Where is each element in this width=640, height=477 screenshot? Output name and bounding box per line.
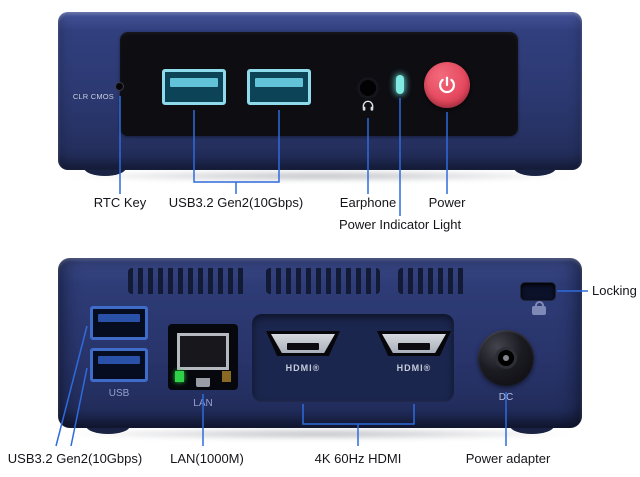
label-usb-front: USB3.2 Gen2(10Gbps): [168, 195, 304, 210]
power-button: [424, 62, 470, 108]
usb-port-tongue: [170, 78, 218, 87]
label-power-adapter: Power adapter: [465, 451, 551, 466]
hdmi-printed-label: HDMI®: [285, 363, 321, 373]
usb-port-tongue: [98, 356, 140, 364]
usb-port-rear-1: [90, 306, 148, 340]
label-power-indicator-light: Power Indicator Light: [338, 217, 462, 232]
lan-led-green: [175, 371, 184, 382]
dc-jack-hole: [495, 347, 517, 369]
label-rtc-key: RTC Key: [93, 195, 147, 210]
device-shadow: [62, 428, 578, 440]
power-indicator-light: [396, 75, 404, 94]
vent-grille: [398, 268, 468, 294]
power-icon: [439, 76, 455, 94]
lan-clip-notch: [196, 378, 210, 387]
dc-power-jack: [478, 330, 534, 386]
usb-port-rear-2: [90, 348, 148, 382]
vent-grille: [266, 268, 380, 294]
kensington-lock-slot: [520, 282, 556, 301]
lock-icon: [532, 306, 546, 315]
ethernet-port-opening: [177, 333, 229, 370]
lock-icon: [535, 301, 544, 308]
hdmi-port-2: [377, 331, 451, 356]
hdmi-port-inner: [271, 334, 335, 353]
hdmi-port-shell: [377, 331, 451, 356]
hdmi-port-slot: [398, 343, 430, 350]
label-hdmi: 4K 60Hz HDMI: [314, 451, 402, 466]
hdmi-port-shell: [266, 331, 340, 356]
hdmi-printed-label: HDMI®: [396, 363, 432, 373]
usb-port-front-1: [162, 69, 226, 105]
usb-port-tongue: [98, 314, 140, 322]
label-locking: Locking: [592, 283, 637, 298]
vent-grille: [128, 268, 246, 294]
clr-cmos-label: CLR CMOS: [72, 92, 114, 101]
hdmi-port-inner: [382, 334, 446, 353]
hdmi-recess: [252, 314, 454, 402]
lan-printed-label: LAN: [193, 398, 213, 409]
earphone-jack: [360, 80, 376, 96]
lan-led-amber: [222, 371, 231, 382]
device-shadow: [62, 170, 578, 182]
usb-printed-label: USB: [108, 388, 130, 399]
usb-port-front-2: [247, 69, 311, 105]
hdmi-port-slot: [287, 343, 319, 350]
dc-printed-label: DC: [498, 392, 514, 403]
clr-cmos-pinhole: [115, 82, 124, 91]
usb-port-tongue: [255, 78, 303, 87]
label-earphone: Earphone: [339, 195, 397, 210]
dc-jack-pin: [503, 355, 509, 361]
headphone-icon: [362, 100, 374, 111]
label-usb-rear: USB3.2 Gen2(10Gbps): [7, 451, 143, 466]
label-power: Power: [428, 195, 466, 210]
hdmi-port-1: [266, 331, 340, 356]
label-lan: LAN(1000M): [170, 451, 244, 466]
ethernet-port: [168, 324, 238, 390]
